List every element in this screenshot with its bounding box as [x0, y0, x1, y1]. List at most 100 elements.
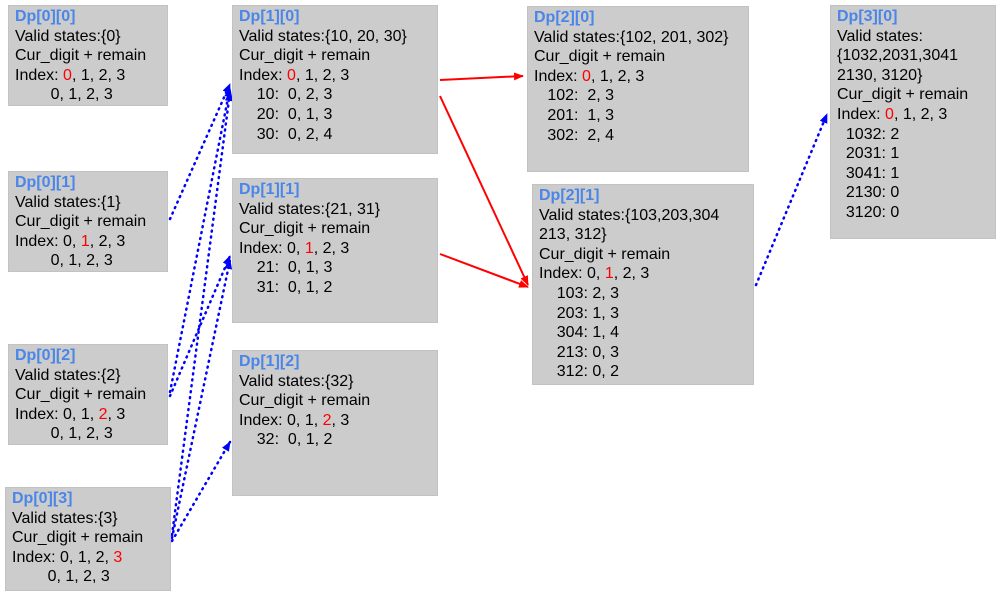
- box-line: Valid states:{21, 31}: [239, 200, 431, 220]
- box-title: Dp[2][1]: [539, 187, 600, 204]
- line-text: 312: 0, 2: [539, 363, 620, 381]
- line-text: Cur_digit + remain: [539, 245, 671, 263]
- link-b03-to-b10-dotted-arrow: [170, 90, 233, 537]
- line-text: Valid states:: [837, 27, 923, 45]
- box-title: Dp[1][1]: [239, 181, 300, 198]
- line-text: 31: 0, 1, 2: [239, 278, 333, 296]
- box-line: 213, 312}: [539, 225, 747, 245]
- box-line: 0, 1, 2, 3: [15, 85, 161, 105]
- line-text: 30: 0, 2, 4: [239, 125, 333, 143]
- link-b10-to-b21-solid-arrow: [439, 95, 529, 286]
- line-text: Cur_digit + remain: [12, 529, 144, 547]
- highlighted-index: 0: [885, 105, 894, 123]
- state-box-dp-2-1: Dp[2][1] Valid states:{103,203,304 213, 31…: [532, 184, 754, 385]
- box-line: Index: 0, 1, 2, 3: [15, 405, 161, 425]
- box-line: 3041: 1: [837, 164, 989, 184]
- line-text: 2031: 1: [837, 145, 900, 163]
- line-text: 103: 2, 3: [539, 284, 620, 302]
- line-text: Cur_digit + remain: [15, 386, 147, 404]
- box-line: Cur_digit + remain: [12, 528, 164, 548]
- box-line: Valid states:{1}: [15, 193, 161, 213]
- box-line: Valid states:: [837, 27, 989, 47]
- link-b10-to-b20-solid-arrow: [439, 72, 524, 81]
- box-line: 2130: 0: [837, 183, 989, 203]
- line-text: 102: 2, 3: [534, 87, 615, 105]
- box-line: 203: 1, 3: [539, 304, 747, 324]
- highlighted-index: 0: [63, 66, 72, 84]
- line-text: 2130: 0: [837, 184, 900, 202]
- box-line: Valid states:{3}: [12, 509, 164, 529]
- box-line: 31: 0, 1, 2: [239, 278, 431, 298]
- line-text: 203: 1, 3: [539, 304, 620, 322]
- box-line: {1032,2031,3041: [837, 46, 989, 66]
- box-line: Index: 0, 1, 2, 3: [239, 239, 431, 259]
- highlighted-index: 1: [604, 265, 614, 283]
- line-text: , 1, 2, 3: [590, 67, 645, 85]
- box-line: 1032: 2: [837, 125, 989, 145]
- line-text: 0, 1, 2, 3: [15, 425, 113, 443]
- box-line: Cur_digit + remain: [15, 212, 161, 232]
- line-text: 32: 0, 1, 2: [239, 431, 333, 449]
- box-line: 0, 1, 2, 3: [15, 424, 161, 444]
- state-box-dp-0-3: Dp[0][3]Valid states:{3}Cur_digit + rema…: [5, 487, 171, 591]
- box-line: 10: 0, 2, 3: [239, 85, 431, 105]
- link-b02-to-b11-dotted-arrow: [168, 254, 232, 398]
- box-line: 201: 1, 3: [534, 106, 742, 126]
- state-box-dp-0-2: Dp[0][2]Valid states:{2}Cur_digit + rema…: [8, 344, 168, 445]
- box-line: Index: 0, 1, 2, 3: [15, 232, 161, 252]
- box-title: Dp[2][0]: [534, 9, 595, 26]
- line-text: Cur_digit + remain: [15, 213, 147, 231]
- box-line: 2130, 3120}: [837, 66, 989, 86]
- line-text: 10: 0, 2, 3: [239, 86, 333, 104]
- box-title: Dp[0][0]: [15, 8, 76, 25]
- box-line: Valid states:{2}: [15, 366, 161, 386]
- link-b01-to-b10-dotted-arrow: [168, 82, 232, 221]
- link-b03-to-b12-dotted-arrow: [170, 440, 232, 543]
- highlighted-index: 0: [582, 67, 591, 85]
- line-text: 213, 312}: [539, 226, 607, 244]
- box-line: Cur_digit + remain: [534, 47, 742, 67]
- state-box-dp-1-2: Dp[1][2]Valid states:{32}Cur_digit + rem…: [232, 350, 438, 496]
- line-text: 213: 0, 3: [539, 343, 620, 361]
- line-text: 2130, 3120}: [837, 66, 923, 84]
- box-title: Dp[1][2]: [239, 353, 300, 370]
- box-line: 32: 0, 1, 2: [239, 430, 431, 450]
- line-text: Index: 0, 1,: [239, 411, 323, 429]
- line-text: Index: 0,: [15, 232, 81, 250]
- line-text: Index:: [837, 105, 886, 123]
- highlighted-index: 3: [113, 548, 123, 566]
- state-box-dp-2-0: Dp[2][0] Valid states:{102, 201, 302}Cur_…: [527, 6, 749, 172]
- box-line: 3120: 0: [837, 203, 989, 223]
- box-line: 302: 2, 4: [534, 126, 742, 146]
- box-line: 30: 0, 2, 4: [239, 125, 431, 145]
- state-box-dp-1-1: Dp[1][1]Valid states:{21, 31}Cur_digit +…: [232, 178, 438, 323]
- highlighted-index: 2: [98, 405, 108, 423]
- box-line: 103: 2, 3: [539, 284, 747, 304]
- box-line: Index: 0, 1, 2, 3: [239, 411, 431, 431]
- box-line: Cur_digit + remain: [539, 245, 747, 265]
- line-text: 21: 0, 1, 3: [239, 259, 333, 277]
- line-text: , 2, 3: [89, 232, 126, 250]
- box-title: Dp[1][0]: [239, 8, 300, 25]
- line-text: , 1, 2, 3: [295, 66, 350, 84]
- link-b21-to-b30-dotted-arrow: [754, 112, 829, 287]
- highlighted-index: 1: [80, 232, 90, 250]
- box-line: Index: 0, 1, 2, 3: [534, 67, 742, 87]
- state-box-dp-0-0: Dp[0][0]Valid states:{0}Cur_digit + rema…: [8, 5, 168, 106]
- line-text: Valid states:{103,203,304: [539, 206, 720, 224]
- line-text: , 2, 3: [313, 239, 350, 257]
- link-b02-to-b10-dotted-arrow: [168, 86, 233, 394]
- line-text: Valid states:{10, 20, 30}: [239, 27, 407, 45]
- line-text: Valid states:{102, 201, 302}: [534, 28, 729, 46]
- line-text: Valid states:{3}: [12, 509, 118, 527]
- box-line: Valid states:{102, 201, 302}: [534, 28, 742, 48]
- box-line: Cur_digit + remain: [239, 46, 431, 66]
- line-text: {1032,2031,3041: [837, 47, 959, 65]
- line-text: Valid states:{1}: [15, 193, 121, 211]
- box-title: Dp[0][1]: [15, 174, 76, 191]
- box-line: Index: 0, 1, 2, 3: [837, 105, 989, 125]
- state-box-dp-1-0: Dp[1][0] Valid states:{10, 20, 30}Cur_dig…: [232, 5, 438, 154]
- line-text: 0, 1, 2, 3: [12, 568, 110, 586]
- line-text: Index: 0, 1,: [15, 405, 99, 423]
